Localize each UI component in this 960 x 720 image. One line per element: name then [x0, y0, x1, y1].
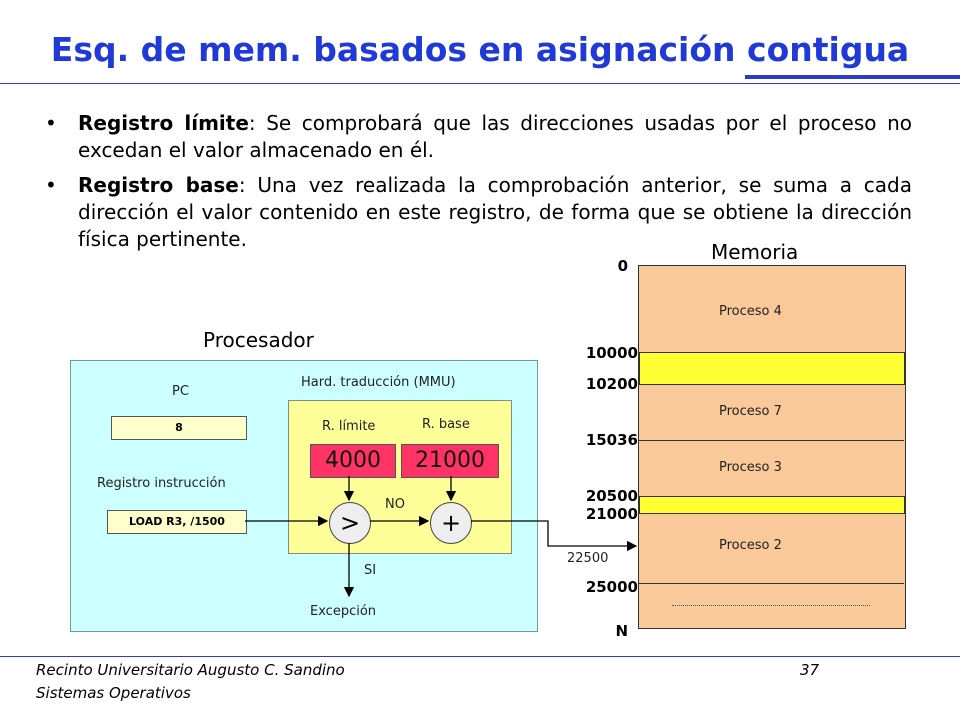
physical-address-label: 22500	[567, 551, 609, 566]
no-label: NO	[385, 497, 405, 512]
free-block-2	[639, 496, 905, 514]
mmu-label: Hard. traducción (MMU)	[301, 375, 456, 390]
bullet-item: • Registro base: Una vez realizada la co…	[40, 172, 912, 253]
processor-title: Procesador	[203, 328, 314, 352]
bullet-text: : Se comprobará que las direcciones usad…	[78, 111, 912, 162]
pc-label: PC	[172, 384, 189, 399]
memory-address: N	[615, 622, 628, 640]
bullet-term: Registro límite	[78, 111, 249, 135]
memory-box	[638, 265, 906, 629]
base-register: 21000	[401, 444, 499, 478]
footer-institution: Recinto Universitario Augusto C. Sandino	[36, 661, 345, 679]
memory-segment: Proceso 3	[719, 460, 782, 475]
ir-label: Registro instrucción	[97, 476, 226, 491]
segment-divider	[639, 440, 904, 441]
bullet-item: • Registro límite: Se comprobará que las…	[40, 110, 912, 164]
segment-dotted-line	[672, 605, 870, 606]
exception-label: Excepción	[310, 604, 377, 619]
memory-address: 10200	[585, 375, 638, 393]
free-block-1	[639, 352, 905, 385]
memory-address: 21000	[585, 505, 638, 523]
arrow-to-memory	[471, 520, 638, 552]
memory-address: 15036	[585, 431, 638, 449]
memory-segment: Proceso 2	[719, 538, 782, 553]
title-rule-thick	[745, 75, 960, 79]
memory-address: 0	[617, 257, 628, 275]
add-circle: +	[430, 502, 472, 544]
ir-register: LOAD R3, /1500	[107, 510, 247, 534]
bullet-list: • Registro límite: Se comprobará que las…	[40, 110, 912, 261]
memory-segment: Proceso 4	[719, 304, 782, 319]
page-number: 37	[800, 661, 820, 679]
memory-address: 20500	[585, 487, 638, 505]
bullet-dot-icon: •	[45, 111, 57, 135]
pc-register: 8	[111, 416, 247, 440]
memory-address: 25000	[585, 578, 638, 596]
footer-course: Sistemas Operativos	[36, 684, 191, 702]
slide-title: Esq. de mem. basados en asignación conti…	[50, 30, 910, 69]
memory-title: Memoria	[711, 240, 799, 264]
base-label: R. base	[422, 417, 470, 432]
segment-divider	[639, 583, 904, 584]
memory-address: 10000	[585, 344, 638, 362]
memory-segment: Proceso 7	[719, 404, 782, 419]
bullet-term: Registro base	[78, 173, 239, 197]
title-rule-thin	[0, 83, 960, 84]
si-label: SI	[364, 563, 377, 578]
limit-register: 4000	[310, 444, 396, 478]
bullet-text: : Una vez realizada la comprobación ante…	[78, 173, 912, 251]
limit-label: R. límite	[322, 419, 376, 434]
bullet-dot-icon: •	[45, 173, 57, 197]
compare-circle: >	[329, 502, 371, 544]
footer-rule	[0, 656, 960, 657]
